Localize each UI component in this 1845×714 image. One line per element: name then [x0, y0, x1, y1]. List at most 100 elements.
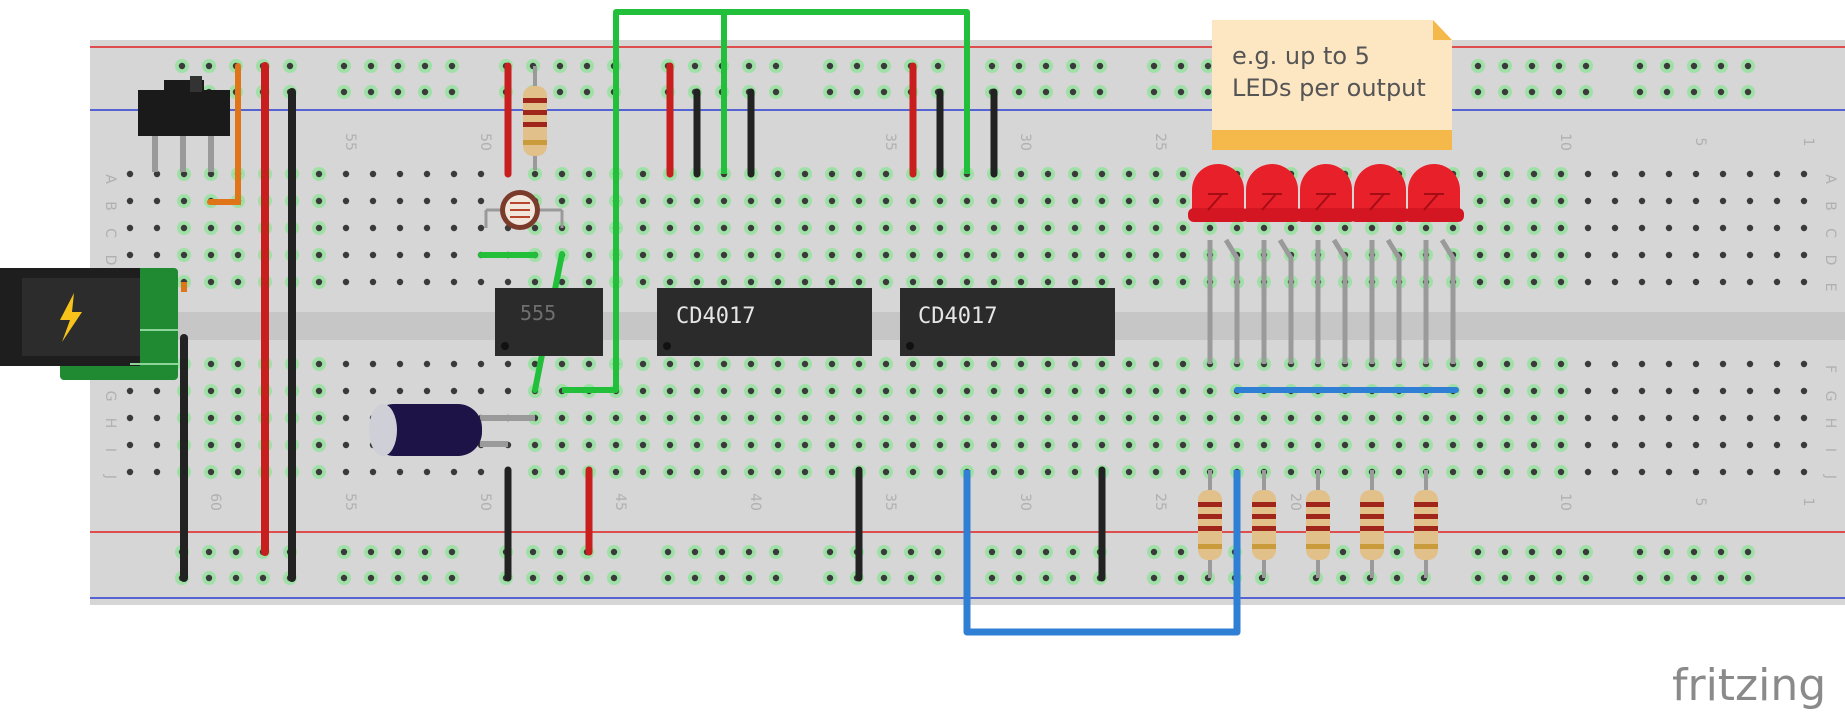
- rail-hole: [826, 88, 834, 96]
- hole: [234, 251, 242, 259]
- hole: [180, 251, 188, 259]
- hole: [504, 387, 512, 395]
- hole: [639, 251, 647, 259]
- hole: [774, 441, 782, 449]
- hole: [1017, 468, 1025, 476]
- hole: [774, 224, 782, 232]
- rail-hole: [1096, 62, 1104, 70]
- hole: [1125, 224, 1133, 232]
- hole: [1719, 224, 1727, 232]
- rail-hole: [556, 88, 564, 96]
- hole: [1584, 414, 1592, 422]
- rail-hole: [1690, 88, 1698, 96]
- hole: [639, 278, 647, 286]
- rail-hole: [1096, 88, 1104, 96]
- hole: [531, 224, 539, 232]
- hole: [153, 468, 161, 476]
- hole: [693, 414, 701, 422]
- resistor: [1306, 470, 1330, 578]
- wire-green: [721, 9, 970, 174]
- hole: [801, 387, 809, 395]
- column-number: 30: [1017, 493, 1033, 511]
- hole: [1800, 468, 1808, 476]
- hole: [1530, 387, 1538, 395]
- hole: [1746, 278, 1754, 286]
- hole: [1638, 360, 1646, 368]
- rail-hole: [1069, 88, 1077, 96]
- hole: [693, 387, 701, 395]
- hole: [1449, 224, 1457, 232]
- hole: [180, 224, 188, 232]
- hole: [1557, 197, 1565, 205]
- rail-hole: [1177, 88, 1185, 96]
- hole: [1395, 224, 1403, 232]
- hole: [1125, 468, 1133, 476]
- hole: [1800, 251, 1808, 259]
- hole: [1773, 170, 1781, 178]
- hole: [1611, 170, 1619, 178]
- hole: [1476, 360, 1484, 368]
- row-letter: H: [102, 418, 118, 429]
- rail-hole: [1744, 62, 1752, 70]
- rail-hole: [610, 548, 618, 556]
- rail-hole: [1690, 574, 1698, 582]
- rail-hole: [1015, 574, 1023, 582]
- hole: [747, 224, 755, 232]
- hole: [1449, 468, 1457, 476]
- hole: [639, 197, 647, 205]
- rail-hole: [367, 62, 375, 70]
- hole: [1476, 387, 1484, 395]
- hole: [585, 278, 593, 286]
- hole: [1773, 197, 1781, 205]
- hole: [585, 251, 593, 259]
- hole: [1152, 170, 1160, 178]
- hole: [1044, 251, 1052, 259]
- hole: [396, 197, 404, 205]
- hole: [1557, 441, 1565, 449]
- hole: [477, 278, 485, 286]
- rail-hole: [1042, 62, 1050, 70]
- row-letter: D: [102, 255, 118, 266]
- hole: [1449, 441, 1457, 449]
- hole: [1071, 197, 1079, 205]
- hole: [1071, 170, 1079, 178]
- rail-hole: [1528, 88, 1536, 96]
- rail-hole: [1663, 88, 1671, 96]
- hole: [153, 414, 161, 422]
- rail-hole: [367, 548, 375, 556]
- rail-hole: [1555, 548, 1563, 556]
- hole: [1638, 468, 1646, 476]
- hole: [990, 197, 998, 205]
- hole: [1152, 224, 1160, 232]
- hole: [666, 197, 674, 205]
- hole: [1314, 441, 1322, 449]
- hole: [1638, 414, 1646, 422]
- hole: [1071, 414, 1079, 422]
- hole: [1557, 170, 1565, 178]
- rail-hole: [340, 548, 348, 556]
- hole: [1557, 278, 1565, 286]
- hole: [1584, 468, 1592, 476]
- hole: [1584, 170, 1592, 178]
- rail-hole: [529, 548, 537, 556]
- hole: [1422, 414, 1430, 422]
- hole: [126, 468, 134, 476]
- led: [1350, 164, 1410, 222]
- hole: [207, 468, 215, 476]
- hole: [1746, 441, 1754, 449]
- hole: [1530, 278, 1538, 286]
- hole: [801, 441, 809, 449]
- hole: [558, 360, 566, 368]
- rail-hole: [1744, 548, 1752, 556]
- hole: [1071, 224, 1079, 232]
- hole: [315, 224, 323, 232]
- hole: [963, 224, 971, 232]
- hole: [1503, 441, 1511, 449]
- hole: [990, 360, 998, 368]
- hole: [1692, 170, 1700, 178]
- hole: [342, 224, 350, 232]
- rail-hole: [1744, 574, 1752, 582]
- hole: [342, 441, 350, 449]
- hole: [882, 278, 890, 286]
- rail-hole: [1636, 88, 1644, 96]
